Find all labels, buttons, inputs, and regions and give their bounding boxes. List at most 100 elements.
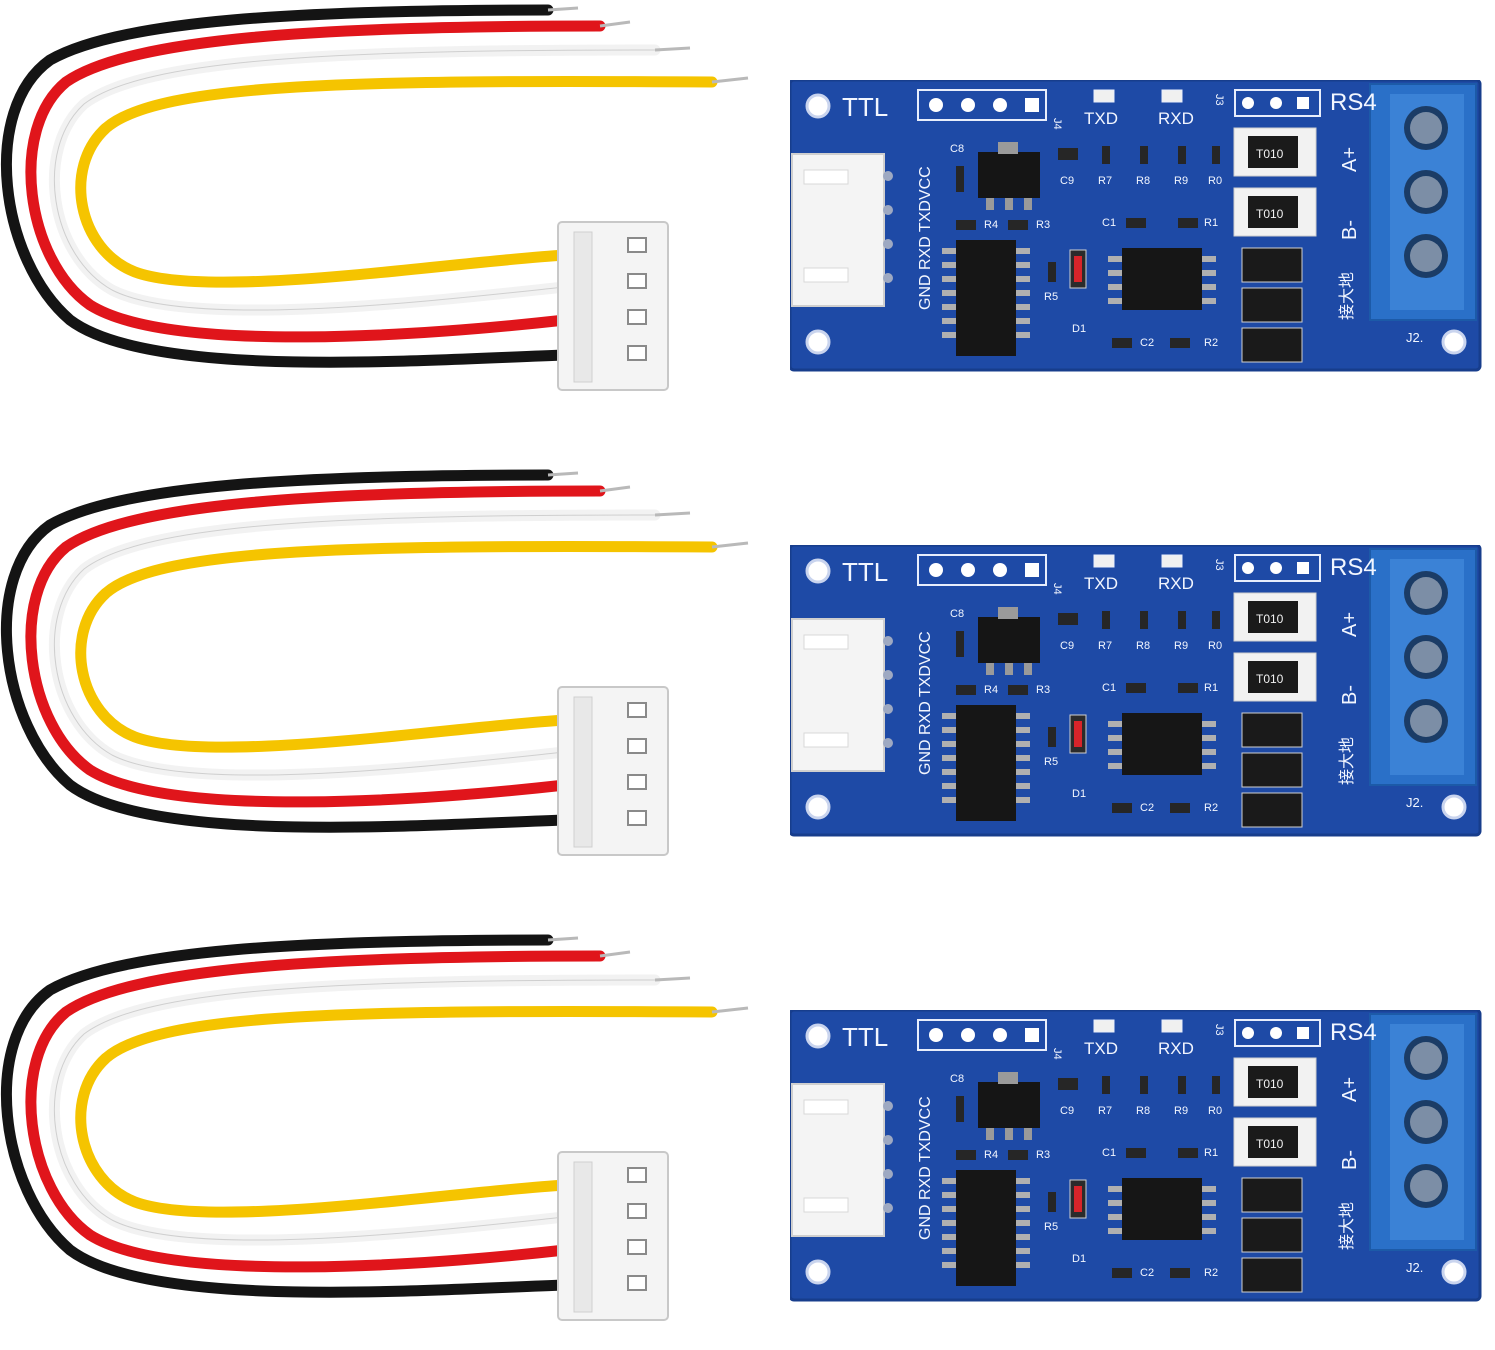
svg-text:R4: R4 bbox=[984, 684, 998, 696]
svg-text:C2: C2 bbox=[1140, 802, 1154, 814]
wire-tip bbox=[654, 46, 691, 52]
svg-text:TXD: TXD bbox=[1084, 109, 1118, 128]
voltage-regulator bbox=[978, 142, 1040, 210]
svg-text:A+: A+ bbox=[1339, 1077, 1361, 1102]
svg-text:J2.: J2. bbox=[1406, 330, 1423, 345]
svg-text:TTL: TTL bbox=[842, 1022, 888, 1052]
svg-text:R4: R4 bbox=[984, 219, 998, 231]
screw-terminal-j2 bbox=[1369, 83, 1477, 321]
mount-hole bbox=[1441, 794, 1467, 820]
svg-text:T010: T010 bbox=[1256, 1137, 1284, 1151]
svg-text:R3: R3 bbox=[1036, 684, 1050, 696]
svg-text:T010: T010 bbox=[1256, 612, 1284, 626]
screw-terminal-j2 bbox=[1369, 548, 1477, 786]
wire-yellow bbox=[75, 1006, 718, 1218]
product-unit: T010 T010 TTL RS4 TXD RXD J4 bbox=[0, 930, 1495, 1350]
svg-text:R9: R9 bbox=[1174, 1105, 1188, 1117]
svg-text:R9: R9 bbox=[1174, 640, 1188, 652]
svg-text:TXD: TXD bbox=[1084, 574, 1118, 593]
svg-text:R1: R1 bbox=[1204, 682, 1218, 694]
header-j3 bbox=[1234, 89, 1321, 117]
svg-text:T010: T010 bbox=[1256, 147, 1284, 161]
svg-text:C1: C1 bbox=[1102, 1147, 1116, 1159]
mount-hole bbox=[1441, 1259, 1467, 1285]
svg-text:GND RXD TXDVCC: GND RXD TXDVCC bbox=[917, 166, 934, 310]
led-rxd bbox=[1161, 1019, 1183, 1033]
svg-text:TTL: TTL bbox=[842, 92, 888, 122]
header-j4 bbox=[917, 554, 1047, 586]
wire-black bbox=[0, 469, 571, 833]
svg-text:R8: R8 bbox=[1136, 640, 1150, 652]
jst-connector bbox=[557, 221, 669, 391]
svg-text:T010: T010 bbox=[1256, 1077, 1284, 1091]
mount-hole bbox=[805, 329, 831, 355]
wire-red bbox=[25, 485, 606, 808]
svg-text:R7: R7 bbox=[1098, 175, 1112, 187]
svg-text:R3: R3 bbox=[1036, 1149, 1050, 1161]
screw-terminal-j2 bbox=[1369, 1013, 1477, 1251]
wire-black bbox=[0, 4, 571, 368]
jst-connector bbox=[557, 686, 669, 856]
svg-text:R3: R3 bbox=[1036, 219, 1050, 231]
ic-right bbox=[1108, 713, 1216, 775]
svg-text:R7: R7 bbox=[1098, 640, 1112, 652]
svg-text:A+: A+ bbox=[1339, 612, 1361, 637]
svg-text:C9: C9 bbox=[1060, 1105, 1074, 1117]
ic-left bbox=[942, 705, 1030, 821]
svg-text:J4: J4 bbox=[1051, 118, 1063, 130]
svg-text:R5: R5 bbox=[1044, 756, 1058, 768]
rs485-module: T010 T010 TTL RS4 TXD RXD J4 bbox=[790, 80, 1482, 372]
svg-text:R8: R8 bbox=[1136, 1105, 1150, 1117]
wire-tip bbox=[711, 76, 749, 84]
wire-tip bbox=[547, 936, 579, 942]
ic-left bbox=[942, 240, 1030, 356]
wire-tip bbox=[547, 6, 579, 12]
svg-text:TXD: TXD bbox=[1084, 1039, 1118, 1058]
smd-passives bbox=[956, 611, 1220, 813]
mount-hole bbox=[1441, 329, 1467, 355]
svg-text:C8: C8 bbox=[950, 608, 964, 620]
wire-yellow bbox=[75, 76, 718, 288]
svg-text:R0: R0 bbox=[1208, 1105, 1222, 1117]
svg-text:C9: C9 bbox=[1060, 640, 1074, 652]
svg-text:R8: R8 bbox=[1136, 175, 1150, 187]
ic-left bbox=[942, 1170, 1030, 1286]
product-unit: T010 T010 TTL RS4 TXD RXD J4 bbox=[0, 0, 1495, 420]
svg-text:D1: D1 bbox=[1072, 323, 1086, 335]
led-txd bbox=[1093, 1019, 1115, 1033]
jumper-cable bbox=[0, 469, 749, 856]
svg-text:R1: R1 bbox=[1204, 1147, 1218, 1159]
svg-text:C1: C1 bbox=[1102, 217, 1116, 229]
svg-text:J3: J3 bbox=[1213, 559, 1225, 571]
svg-text:R4: R4 bbox=[984, 1149, 998, 1161]
rs485-module: T010 T010 TTL RS4 TXD RXD J4 bbox=[790, 545, 1482, 837]
mount-hole bbox=[805, 93, 831, 119]
wire-tip bbox=[599, 485, 631, 493]
svg-text:GND RXD TXDVCC: GND RXD TXDVCC bbox=[917, 631, 934, 775]
wire-yellow bbox=[75, 541, 718, 753]
wire-black bbox=[0, 934, 571, 1298]
jumper-cable bbox=[0, 934, 749, 1321]
input-connector bbox=[791, 1083, 893, 1237]
svg-text:R0: R0 bbox=[1208, 640, 1222, 652]
protection-tvs: T010 T010 bbox=[1233, 1057, 1317, 1293]
product-unit: T010 T010 TTL RS4 TXD RXD J4 bbox=[0, 465, 1495, 885]
svg-text:C1: C1 bbox=[1102, 682, 1116, 694]
smd-passives bbox=[956, 1076, 1220, 1278]
svg-text:接大地: 接大地 bbox=[1338, 737, 1356, 785]
svg-text:D1: D1 bbox=[1072, 788, 1086, 800]
svg-text:R5: R5 bbox=[1044, 291, 1058, 303]
svg-text:C8: C8 bbox=[950, 143, 964, 155]
svg-text:R1: R1 bbox=[1204, 217, 1218, 229]
svg-text:R2: R2 bbox=[1204, 337, 1218, 349]
voltage-regulator bbox=[978, 607, 1040, 675]
svg-text:C9: C9 bbox=[1060, 175, 1074, 187]
svg-text:GND RXD TXDVCC: GND RXD TXDVCC bbox=[917, 1096, 934, 1240]
header-j3 bbox=[1234, 554, 1321, 582]
wire-tip bbox=[599, 950, 631, 958]
header-j3 bbox=[1234, 1019, 1321, 1047]
svg-text:接大地: 接大地 bbox=[1338, 272, 1356, 320]
svg-text:D1: D1 bbox=[1072, 1253, 1086, 1265]
svg-text:B-: B- bbox=[1339, 1150, 1361, 1170]
jumper-cable bbox=[0, 4, 749, 391]
